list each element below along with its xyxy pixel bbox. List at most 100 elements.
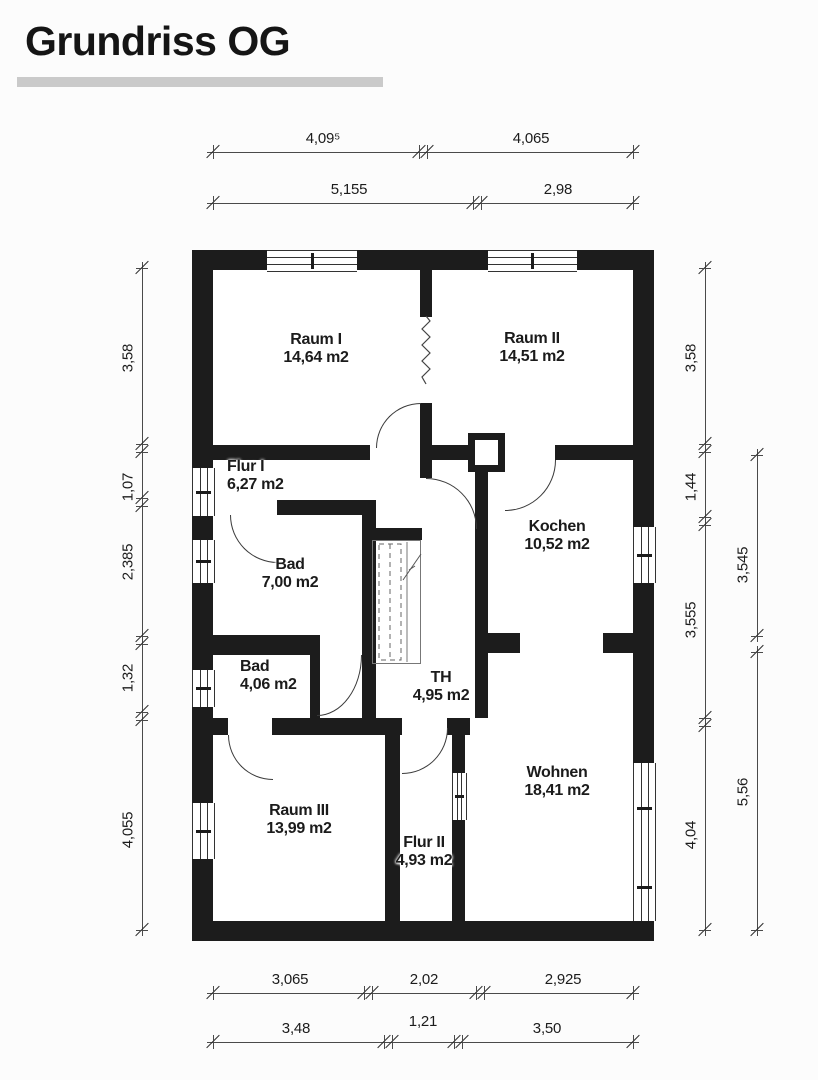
door-arc-raum3 xyxy=(228,735,273,780)
window-right-kochen xyxy=(633,527,656,583)
wall-exterior-top xyxy=(192,250,654,270)
wall-bad1-floor xyxy=(213,635,320,655)
window-left-bad2 xyxy=(192,670,215,707)
dimension-label: 3,555 xyxy=(682,601,700,639)
room-label-raum3: Raum III 13,99 m2 xyxy=(266,802,332,838)
room-label-bad1: Bad 7,00 m2 xyxy=(262,556,319,592)
dimension-line xyxy=(757,449,758,642)
window-top-raum2 xyxy=(488,250,577,272)
dimension-label: 3,58 xyxy=(119,343,137,373)
window-left-raum3 xyxy=(192,803,215,859)
dimension-label: 4,065 xyxy=(512,130,550,147)
dimension-label: 2,925 xyxy=(544,971,582,988)
dimension-label: 4,09⁵ xyxy=(305,130,341,147)
window-interior-flur2-wohnen xyxy=(452,773,467,820)
dimension-label: 3,58 xyxy=(682,343,700,373)
room-label-kochen: Kochen 10,52 m2 xyxy=(524,517,590,554)
wall-bad1-ceiling xyxy=(277,500,376,515)
dimension-label: 1,07 xyxy=(119,472,137,502)
door-arc-raum1 xyxy=(376,403,421,448)
room-label-th: TH 4,95 m2 xyxy=(413,669,470,705)
dimension-line xyxy=(207,203,639,204)
wall-partition-raum1-raum2 xyxy=(420,270,432,317)
dimension-label: 5,56 xyxy=(734,777,752,807)
wall-hall-stub xyxy=(420,460,432,478)
wall-wohnen-west-lower xyxy=(452,820,465,921)
room-area: 14,51 m2 xyxy=(499,348,565,365)
room-area: 4,93 m2 xyxy=(395,852,453,869)
dimension-label: 3,065 xyxy=(271,971,309,988)
room-area: 18,41 m2 xyxy=(524,782,590,799)
dimension-label: 2,385 xyxy=(119,543,137,581)
dimension-label: 1,44 xyxy=(682,472,700,502)
window-left-flur1 xyxy=(192,468,215,516)
room-label-wohnen: Wohnen 18,41 m2 xyxy=(524,763,590,800)
dimension-label: 5,155 xyxy=(330,181,368,198)
chimney-shaft xyxy=(468,433,505,472)
room-area: 4,06 m2 xyxy=(240,676,297,694)
wall-kochen-wohnen-right xyxy=(603,633,633,653)
dimension-line xyxy=(142,262,143,936)
room-label-flur2: Flur II 4,93 m2 xyxy=(396,834,453,870)
room-area: 14,64 m2 xyxy=(283,349,349,366)
wall-flur2-west xyxy=(385,733,400,921)
stairs-symbol xyxy=(372,540,422,664)
dimension-label: 2,02 xyxy=(409,971,439,988)
dimension-label: 4,055 xyxy=(119,811,137,849)
wall-wohnen-west-upper xyxy=(452,733,465,773)
dimension-line xyxy=(757,646,758,936)
dimension-label: 3,545 xyxy=(734,546,752,584)
dimension-line xyxy=(207,993,639,994)
door-arc-bad2 xyxy=(317,655,362,716)
wall-flur1-ceiling-left xyxy=(213,445,370,460)
wall-stair-landing xyxy=(372,528,422,540)
room-area: 4,95 m2 xyxy=(412,687,470,704)
wall-bad2-floor-left xyxy=(213,718,228,735)
room-name: Raum II xyxy=(504,329,560,347)
room-label-raum2: Raum II 14,51 m2 xyxy=(499,329,565,366)
room-name: Bad xyxy=(240,658,270,675)
dimension-label: 3,48 xyxy=(281,1020,311,1037)
floor-plan: Raum I 14,64 m2 Raum II 14,51 m2 Flur I … xyxy=(192,250,656,941)
room-area: 7,00 m2 xyxy=(261,574,319,591)
dimension-label: 3,50 xyxy=(532,1020,562,1037)
dimension-label: 1,21 xyxy=(408,1013,438,1030)
window-right-wohnen-lower xyxy=(633,853,656,921)
wall-exterior-left xyxy=(192,250,213,941)
room-label-bad2: Bad 4,06 m2 xyxy=(240,658,297,694)
room-name: Flur I xyxy=(227,458,265,475)
page-title: Grundriss OG xyxy=(25,18,291,64)
wall-kochen-wohnen-left xyxy=(475,633,520,653)
room-area: 13,99 m2 xyxy=(266,820,332,837)
wall-th-right xyxy=(475,460,488,718)
wall-flur1-ceiling-mid xyxy=(420,445,468,460)
dimension-label: 2,98 xyxy=(543,181,573,198)
door-arc-th-flur2 xyxy=(402,728,448,774)
door-arc-kochen xyxy=(505,460,556,511)
room-label-flur1: Flur I 6,27 m2 xyxy=(227,458,284,494)
window-top-raum1 xyxy=(267,250,357,272)
door-leaf-bad2 xyxy=(310,655,320,718)
room-name: Flur II xyxy=(403,833,445,851)
dimension-line xyxy=(705,262,706,936)
wall-raum3-ceiling xyxy=(272,718,402,735)
room-name: Raum I xyxy=(290,330,342,348)
dimension-line xyxy=(207,1042,639,1043)
dimension-line xyxy=(207,152,639,153)
room-name: Bad xyxy=(275,555,305,573)
wall-th-floor-right xyxy=(447,718,470,735)
dimension-label: 4,04 xyxy=(682,820,700,850)
wall-exterior-bottom xyxy=(192,921,654,941)
room-area: 6,27 m2 xyxy=(227,476,284,494)
room-name: Kochen xyxy=(528,517,586,535)
dimension-label: 1,32 xyxy=(119,663,137,693)
room-label-raum1: Raum I 14,64 m2 xyxy=(283,330,349,367)
door-leaf-raum1 xyxy=(420,403,432,447)
door-arc-flur1-hall xyxy=(426,478,477,529)
room-name: Wohnen xyxy=(526,763,588,781)
title-underline-bar xyxy=(17,77,383,87)
window-right-wohnen-upper xyxy=(633,763,656,853)
room-name: TH xyxy=(430,668,452,686)
room-area: 10,52 m2 xyxy=(524,536,590,553)
